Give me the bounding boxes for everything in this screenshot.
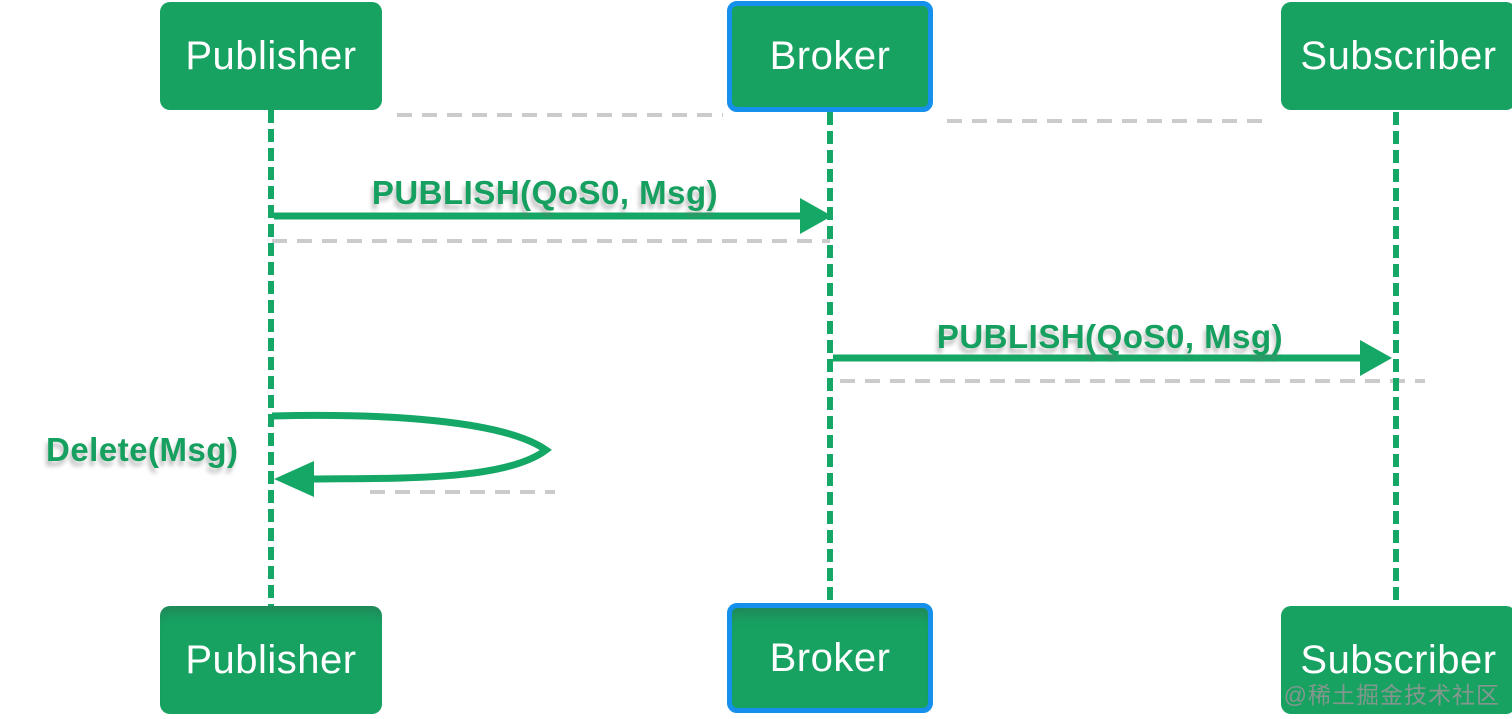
message-arrow-broker-to-subscriber [833, 340, 1392, 376]
message-label-publish-2: PUBLISH(QoS0, Msg) [936, 318, 1284, 355]
arrowhead-left-icon [274, 461, 314, 497]
message-arrow-publisher-to-broker [274, 198, 832, 234]
actor-label: Publisher [185, 33, 357, 78]
arrowhead-right-icon [1360, 340, 1392, 376]
actor-box-subscriber-bottom: Subscriber [1281, 606, 1512, 714]
message-label-publish-1: PUBLISH(QoS0, Msg) [371, 174, 719, 211]
actor-box-publisher-top: Publisher [160, 2, 382, 110]
self-loop-path [271, 411, 552, 483]
actor-box-subscriber-top: Subscriber [1281, 2, 1512, 110]
arrowhead-right-icon [800, 198, 832, 234]
actor-box-broker-bottom: Broker [727, 603, 933, 713]
shadow-dashes [272, 113, 1425, 494]
actor-label: Broker [769, 635, 891, 680]
message-label-delete: Delete(Msg) [46, 431, 239, 468]
watermark-text: @稀土掘金技术社区 [1283, 682, 1500, 708]
self-loop-arrow-publisher [271, 411, 552, 497]
lifelines [268, 110, 1399, 608]
actor-label: Subscriber [1300, 33, 1497, 78]
actor-label: Broker [769, 34, 891, 78]
actor-label: Publisher [185, 637, 357, 682]
actor-box-publisher-bottom: Publisher [160, 606, 382, 714]
actor-box-broker-top: Broker [727, 1, 933, 112]
actor-label: Subscriber [1300, 637, 1497, 682]
